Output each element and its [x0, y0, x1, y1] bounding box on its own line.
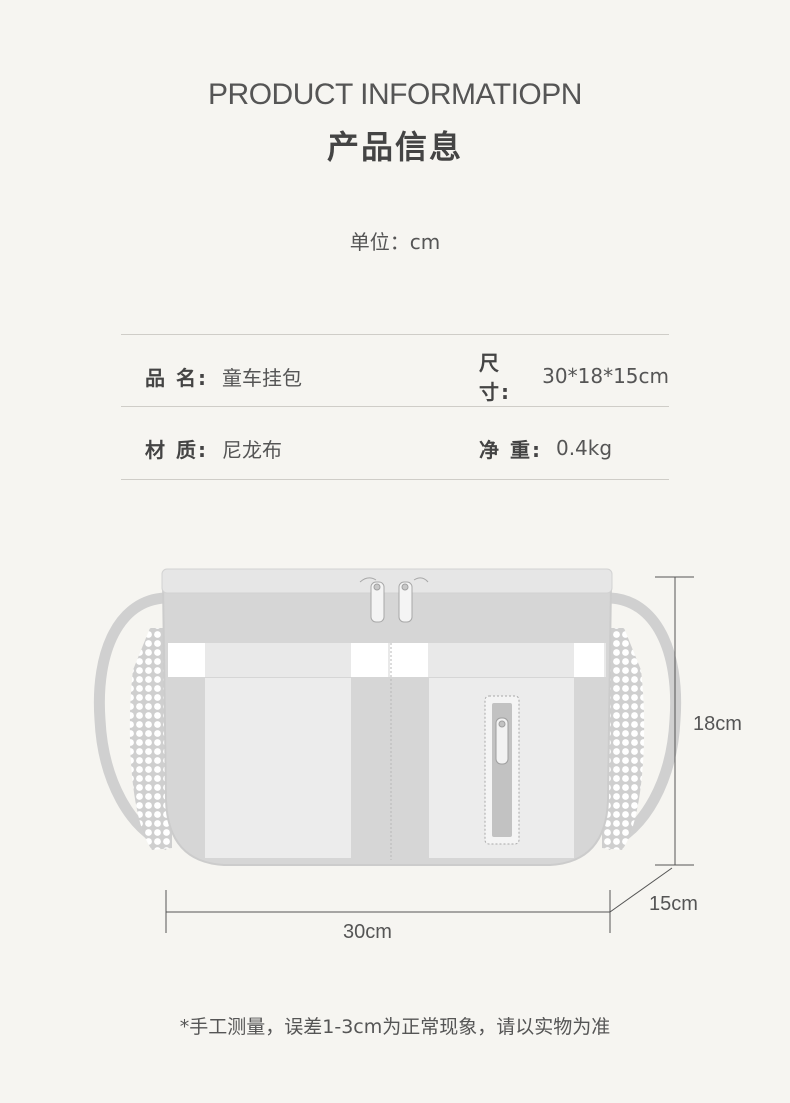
zipper-pull-front — [495, 717, 509, 765]
spec-weight: 净 重: 0.4kg — [479, 413, 612, 483]
dimension-height-label: 18cm — [693, 713, 742, 735]
depth-line — [609, 867, 673, 913]
band-white-center-left — [351, 643, 388, 677]
dimension-width-label: 30cm — [343, 921, 392, 943]
spec-value: 童车挂包 — [221, 365, 302, 390]
band-white-center-right — [390, 643, 428, 677]
zipper-pull-right — [398, 581, 413, 623]
zipper-pull-left — [370, 581, 385, 623]
band-white-left — [168, 643, 205, 677]
spec-key: 尺 寸: — [479, 351, 511, 404]
spec-value: 0.4kg — [555, 436, 613, 460]
spec-value: 尼龙布 — [221, 437, 282, 462]
title-chinese: 产品信息 — [326, 128, 463, 166]
strap-left — [93, 592, 171, 851]
mesh-pocket-left — [129, 628, 172, 850]
spec-key: 净 重: — [479, 437, 542, 462]
spec-row-2: 材 质: 尼龙布 净 重: 0.4kg — [121, 413, 669, 483]
front-pocket-left — [205, 678, 351, 858]
mesh-pocket-right — [602, 628, 645, 850]
spec-row-1: 品 名: 童车挂包 尺 寸: 30*18*15cm — [121, 341, 669, 411]
measurement-footnote: *手工测量，误差1-3cm为正常现象，请以实物为准 — [179, 1016, 611, 1038]
dimension-depth-label: 15cm — [649, 893, 698, 915]
spec-divider-top — [121, 334, 669, 335]
spec-divider-middle — [121, 406, 669, 407]
spec-size: 尺 寸: 30*18*15cm — [479, 341, 669, 411]
bag-lid — [161, 568, 613, 594]
title-english: PRODUCT INFORMATIOPN — [208, 78, 582, 111]
dimension-lines — [165, 576, 694, 933]
spec-key: 材 质: — [145, 437, 208, 462]
spec-value: 30*18*15cm — [542, 364, 669, 388]
spec-name: 品 名: 童车挂包 — [145, 341, 302, 411]
spec-material: 材 质: 尼龙布 — [145, 413, 282, 483]
unit-label: 单位：cm — [349, 230, 441, 254]
band-white-right — [574, 643, 604, 677]
spec-key: 品 名: — [145, 365, 208, 390]
spec-divider-bottom — [121, 479, 669, 480]
